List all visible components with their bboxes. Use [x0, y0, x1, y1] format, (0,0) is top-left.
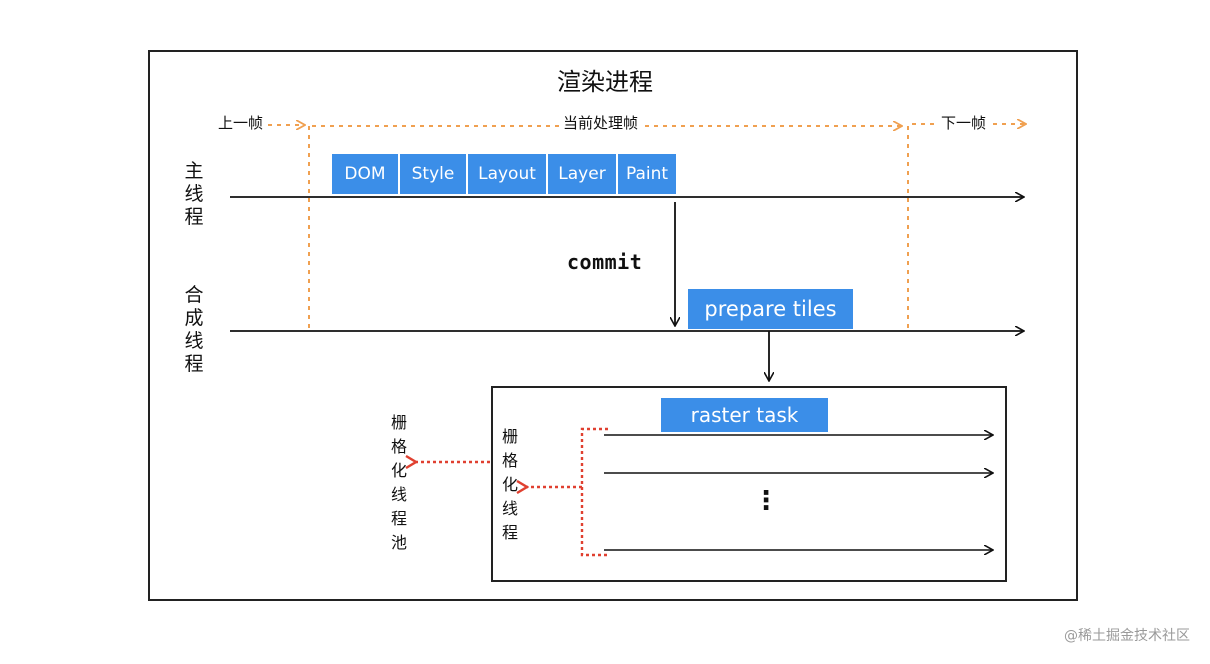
more-threads-ellipsis: ⋮ [753, 486, 779, 516]
current-frame-label: 当前处理帧 [560, 112, 642, 133]
raster-pool-box [491, 386, 1007, 582]
compositor-thread-label: 合成线程 [184, 284, 204, 375]
raster-bracket [580, 427, 608, 557]
task-dom: DOM [332, 154, 398, 194]
task-prepare-tiles: prepare tiles [688, 289, 853, 329]
render-process-frame [148, 50, 1078, 601]
commit-label: commit [567, 250, 643, 274]
task-layer: Layer [548, 154, 616, 194]
task-layout: Layout [468, 154, 546, 194]
watermark: @稀土掘金技术社区 [1064, 628, 1190, 644]
raster-thread-label: 栅格化线程 [501, 427, 518, 542]
task-style: Style [400, 154, 466, 194]
task-raster: raster task [661, 398, 828, 432]
main-thread-label: 主线程 [184, 160, 204, 228]
next-frame-label: 下一帧 [938, 112, 990, 133]
task-paint: Paint [618, 154, 676, 194]
diagram-title: 渲染进程 [557, 68, 653, 96]
raster-pool-label: 栅格化线程池 [390, 413, 407, 552]
prev-frame-label: 上一帧 [215, 112, 267, 133]
